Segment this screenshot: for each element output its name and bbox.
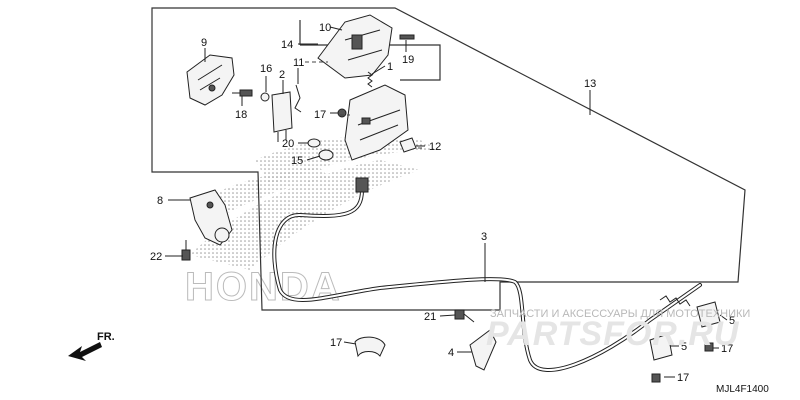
callout-9: 11 (293, 57, 304, 69)
diagram-code: MJL4F1400 (716, 384, 769, 395)
callout-5-upper: 5 (729, 315, 735, 327)
callout-20: 20 (282, 138, 294, 150)
part-2-switch (271, 91, 293, 142)
watermark-caption: ЗАПЧАСТИ И АКСЕССУАРЫ ДЛЯ МОТОТЕХНИКИ (490, 308, 750, 320)
part-7-lever (186, 54, 235, 106)
callout-8: 10 (319, 22, 331, 34)
callout-1: 1 (387, 61, 393, 73)
callout-17-lower: 17 (677, 372, 689, 384)
callout-21: 21 (424, 311, 436, 323)
part-21-bolt (454, 309, 475, 323)
callout-15: 17 (330, 337, 342, 349)
watermark-logo: PARTSFOR.RU (486, 315, 740, 353)
callout-22: 22 (150, 251, 162, 263)
part-13-washer (318, 149, 334, 161)
callout-19: 19 (402, 54, 414, 66)
part-19-pin (399, 34, 415, 40)
part-4-clamp (469, 329, 497, 371)
lever-bracket (344, 84, 409, 161)
part-1-spring (367, 71, 373, 88)
part-18-bolt (232, 89, 253, 97)
part-6-bracket (189, 189, 233, 246)
callout-16: 17 (314, 109, 326, 121)
front-label: FR. (97, 331, 115, 343)
honda-brand-text: HONDA (185, 265, 342, 309)
part-15-band (354, 336, 386, 358)
callout-6: 8 (157, 195, 163, 207)
callout-10: 12 (429, 141, 441, 153)
part-8-cover (317, 14, 393, 79)
callout-2: 2 (279, 69, 285, 81)
reference-lines (305, 61, 425, 149)
part-22-bolt (181, 240, 191, 261)
callout-17-upper: 17 (721, 343, 733, 355)
part-14-washer (260, 92, 270, 102)
part-9-clip (294, 84, 302, 113)
part-17-screw-lower (651, 373, 661, 383)
front-direction-indicator: FR. (68, 331, 115, 361)
callout-14: 16 (260, 63, 272, 75)
callout-13: 15 (291, 155, 303, 167)
callout-3: 3 (481, 231, 487, 243)
part-17-screw-upper (704, 342, 714, 352)
part-3-cable (272, 177, 702, 372)
leader-lines (165, 26, 728, 378)
part-20-washer (307, 138, 321, 148)
part-10-clip (399, 137, 417, 153)
part-5-clamp-lower (649, 333, 673, 361)
part-5-clamp-upper (696, 301, 721, 328)
callout-18: 18 (235, 109, 247, 121)
callout-11: 13 (584, 78, 596, 90)
callout-12: 14 (281, 39, 293, 51)
assembly-frame (151, 7, 746, 311)
callout-5-lower: 5 (681, 341, 687, 353)
callout-7: 9 (201, 37, 207, 49)
part-16-nut (337, 108, 347, 118)
callout-4: 4 (448, 347, 454, 359)
